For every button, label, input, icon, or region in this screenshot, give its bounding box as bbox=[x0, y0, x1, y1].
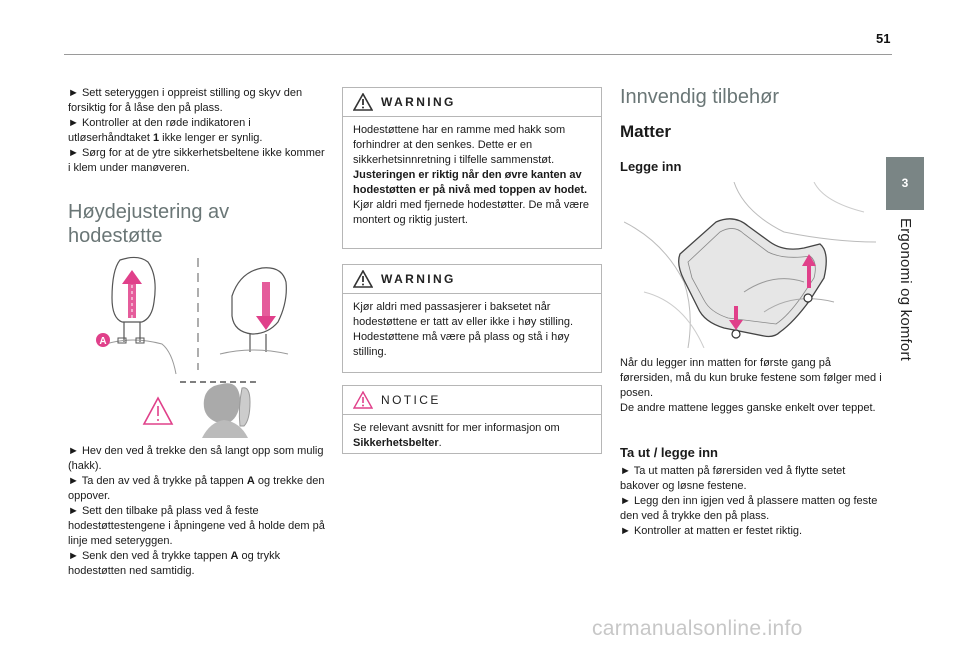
warning-icon bbox=[353, 270, 373, 288]
warning-label: WARNING bbox=[381, 272, 456, 286]
warning-label: WARNING bbox=[381, 95, 456, 109]
chapter-number: 3 bbox=[901, 176, 909, 190]
headrest-step-4: ► Senk den ved å trykke tappen A og tryk… bbox=[68, 550, 281, 577]
label-a-badge: A bbox=[99, 336, 106, 347]
headrest-steps: ► Hev den ved å trekke den så langt opp … bbox=[68, 444, 330, 579]
floor-mat-illustration bbox=[624, 182, 876, 348]
mat-remove-steps: ► Ta ut matten på førersiden ved å flytt… bbox=[620, 465, 878, 537]
chapter-title: Ergonomi og komfort bbox=[897, 218, 914, 362]
notice-label: NOTICE bbox=[381, 393, 441, 407]
headrest-illustration: A bbox=[96, 256, 289, 438]
warning-box-2: WARNING Kjør aldri med passasjerer i bak… bbox=[342, 264, 602, 373]
intro-text: ► Sett seteryggen i oppreist stilling og… bbox=[68, 87, 325, 174]
notice-icon bbox=[353, 391, 373, 409]
watermark: carmanualsonline.info bbox=[592, 617, 803, 640]
intro-step-1: ► Sett seteryggen i oppreist stilling og… bbox=[68, 87, 303, 114]
header-divider bbox=[64, 54, 892, 55]
headrest-step-2: ► Ta den av ved å trykke på tappen A og … bbox=[68, 475, 325, 502]
page-number: 51 bbox=[876, 31, 891, 46]
subheading-install: Legge inn bbox=[620, 159, 682, 174]
section-heading-headrest: Høydejustering av hodestøtte bbox=[68, 201, 230, 247]
headrest-step-1: ► Hev den ved å trekke den så langt opp … bbox=[68, 445, 324, 472]
notice-box: NOTICE Se relevant avsnitt for mer infor… bbox=[342, 385, 602, 454]
chapter-tab[interactable]: 3 bbox=[886, 157, 924, 210]
seatbelts-reference[interactable]: Sikkerhetsbelter bbox=[353, 437, 439, 449]
warning-icon bbox=[353, 93, 373, 111]
warning-box-1: WARNING Hodestøttene har en ramme med ha… bbox=[342, 87, 602, 249]
section-heading-accessories: Innvendig tilbehør bbox=[620, 86, 779, 108]
mat-install-text: Når du legger inn matten for første gang… bbox=[620, 357, 882, 414]
subheading-mats: Matter bbox=[620, 122, 672, 141]
intro-step-3: ► Sørg for at de ytre sikkerhetsbeltene … bbox=[68, 147, 325, 174]
headrest-step-3: ► Sett den tilbake på plass ved å feste … bbox=[68, 505, 325, 547]
subheading-remove: Ta ut / legge inn bbox=[620, 445, 718, 460]
